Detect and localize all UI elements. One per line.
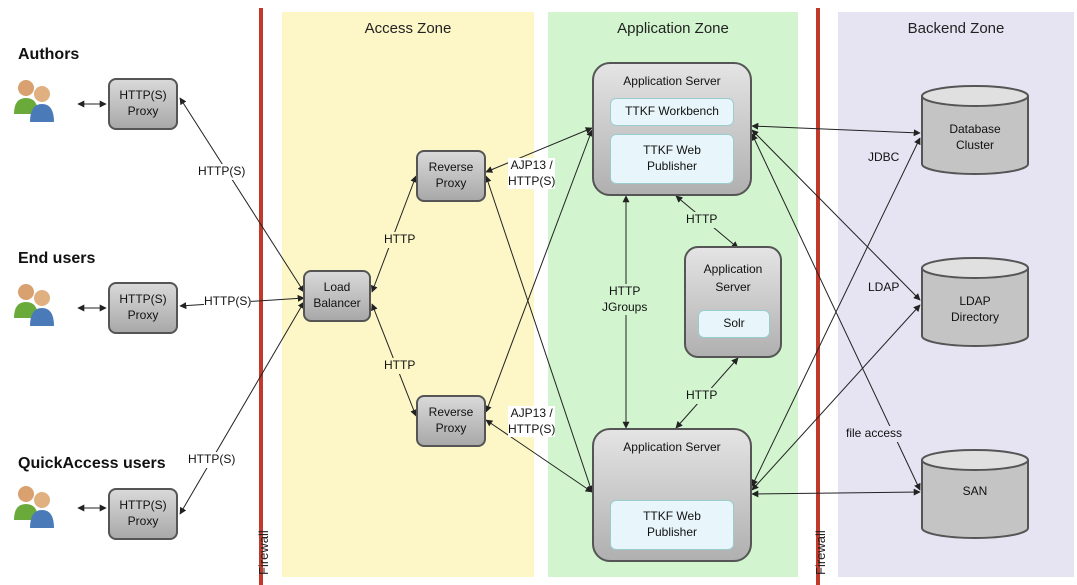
jgroups-line1: HTTP <box>609 284 641 298</box>
link-label-jdbc: JDBC <box>868 150 900 166</box>
ldap-line1: LDAP <box>959 294 991 308</box>
load-balancer-line2: Balancer <box>313 296 361 310</box>
ldap-line2: Directory <box>950 309 999 324</box>
solr-server-line1: Application <box>703 262 763 276</box>
web-publisher-line2: Publisher <box>646 525 697 539</box>
access-zone-title: Access Zone <box>364 20 452 37</box>
load-balancer-line1: Load <box>323 280 351 295</box>
ajp-line1: AJP13 / <box>510 406 553 420</box>
ttkf-workbench: TTKF Workbench <box>610 98 734 126</box>
application-server-top: Application Server TTKF Workbench TTKF W… <box>592 62 752 196</box>
san-cylinder <box>921 449 1029 539</box>
ajp-line1: AJP13 / <box>510 158 553 172</box>
database-line2: Cluster <box>955 137 994 152</box>
reverse-proxy-line1: Reverse <box>428 160 474 175</box>
proxy-label-top: HTTP(S) <box>119 292 167 307</box>
database-line1: Database <box>949 122 1001 136</box>
solr-server-line2: Server <box>715 280 751 294</box>
link-label-https-quickaccess: HTTP(S) <box>188 452 236 468</box>
end-users-label: End users <box>18 250 96 267</box>
ajp-line2: HTTP(S) <box>508 421 556 436</box>
ldap-directory-cylinder <box>921 257 1029 347</box>
link-label-http-top: HTTP <box>384 232 416 248</box>
application-zone-title: Application Zone <box>617 20 729 37</box>
link-label-ajp-bottom: AJP13 /HTTP(S) <box>508 406 556 438</box>
link-label-http-bottom: HTTP <box>384 358 416 374</box>
reverse-proxy-line2: Proxy <box>435 421 467 435</box>
link-label-ajp-top: AJP13 /HTTP(S) <box>508 158 556 190</box>
reverse-proxy-line2: Proxy <box>435 176 467 190</box>
application-server-title: Application Server <box>623 74 721 88</box>
link-label-file-access: file access <box>846 426 903 442</box>
jgroups-line2: JGroups <box>602 299 648 314</box>
san-label: SAN <box>962 484 988 498</box>
authors-label: Authors <box>18 46 80 63</box>
end-users-proxy: HTTP(S)Proxy <box>108 282 178 334</box>
database-cluster-cylinder <box>921 85 1029 175</box>
quickaccess-users-icon <box>14 486 54 528</box>
link-label-http-solr-bottom: HTTP <box>686 388 718 404</box>
authors-icon <box>14 80 54 122</box>
authors-proxy: HTTP(S)Proxy <box>108 78 178 130</box>
proxy-label-bottom: Proxy <box>127 104 159 118</box>
proxy-label-top: HTTP(S) <box>119 88 167 103</box>
ajp-line2: HTTP(S) <box>508 173 556 188</box>
link-label-ldap: LDAP <box>868 280 900 296</box>
proxy-label-top: HTTP(S) <box>119 498 167 513</box>
web-publisher-line1: TTKF Web <box>643 143 701 158</box>
link-label-https-endusers: HTTP(S) <box>204 294 252 310</box>
link-label-https-authors: HTTP(S) <box>198 164 246 180</box>
quickaccess-users-label: QuickAccess users <box>18 455 166 472</box>
proxy-label-bottom: Proxy <box>127 308 159 322</box>
proxy-label-bottom: Proxy <box>127 514 159 528</box>
web-publisher-line2: Publisher <box>646 159 697 173</box>
reverse-proxy-line1: Reverse <box>428 405 474 420</box>
solr-component: Solr <box>698 310 770 338</box>
quickaccess-proxy: HTTP(S)Proxy <box>108 488 178 540</box>
link-label-http-solr-top: HTTP <box>686 212 718 228</box>
backend-zone-title: Backend Zone <box>907 20 1005 37</box>
web-publisher-line1: TTKF Web <box>643 509 701 524</box>
application-server-title: Application Server <box>623 440 721 454</box>
end-users-icon <box>14 284 54 326</box>
